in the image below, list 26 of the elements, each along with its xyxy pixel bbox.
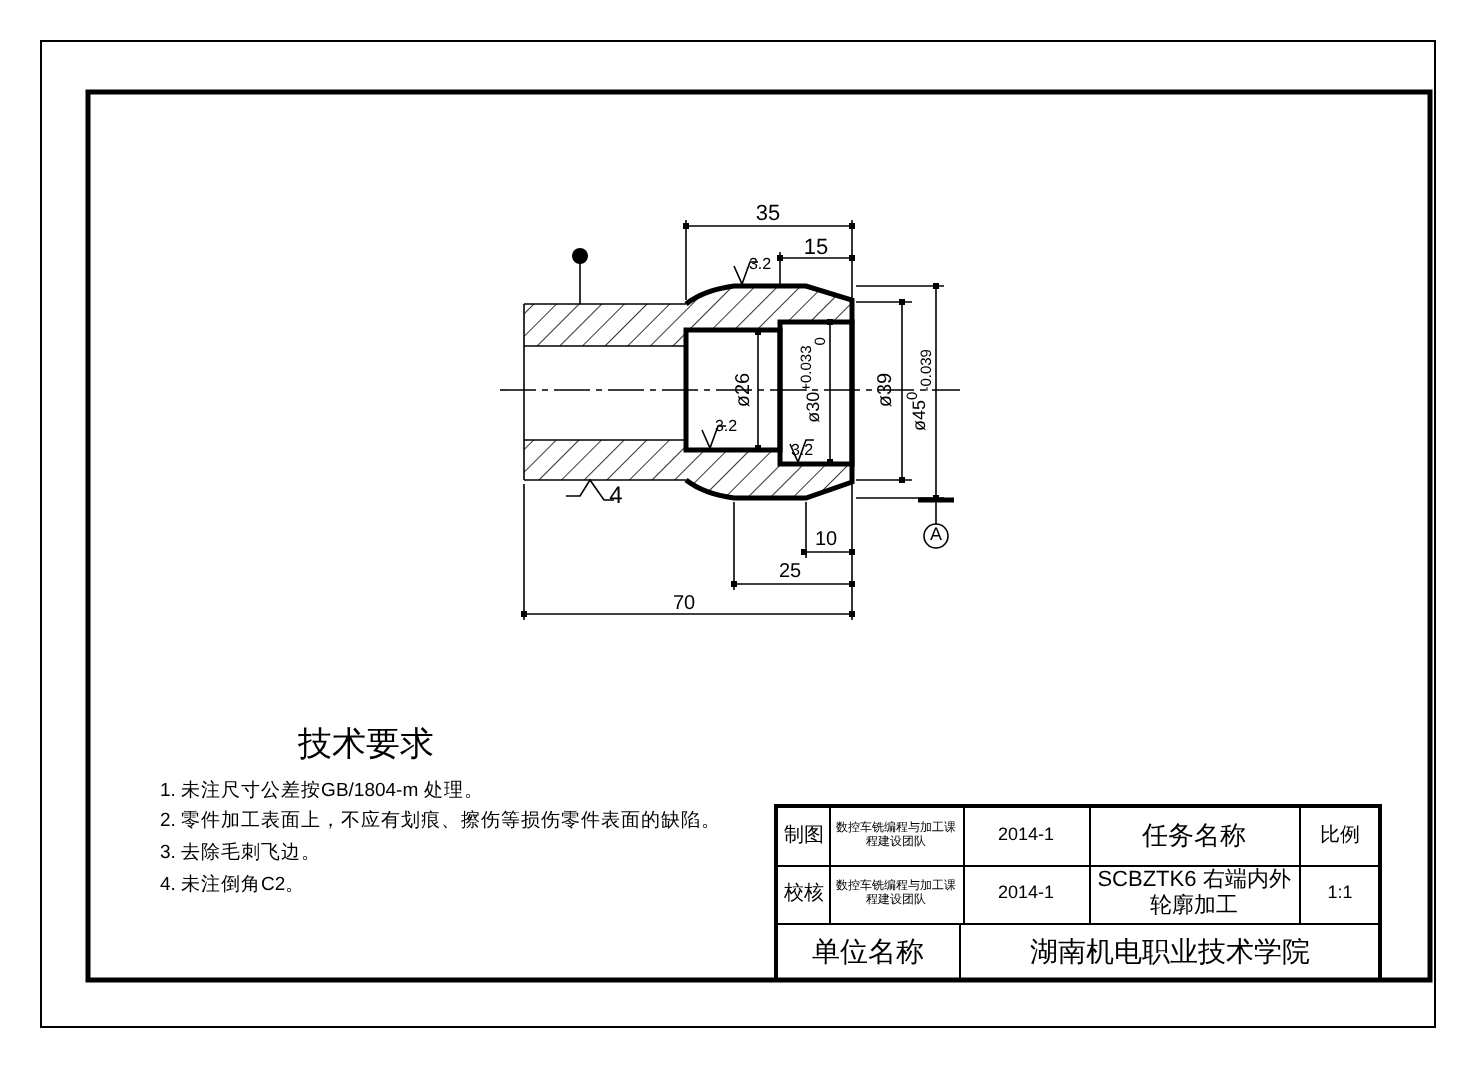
section-heading: 技术要求 (298, 727, 434, 765)
table-text: 制图 (784, 825, 824, 847)
dimension-text: 35 (755, 201, 781, 227)
requirement-text: 4. 未注倒角C2。 (160, 876, 306, 897)
dimension-text: ø39 (875, 372, 897, 408)
dimension-text: 15 (803, 235, 829, 261)
table-text: 2014-1 (997, 884, 1055, 904)
roughness-value: 4 (609, 482, 623, 510)
table-text: 2014-1 (997, 826, 1055, 846)
table-text: 校核 (784, 883, 824, 905)
table-text: 单位名称 (812, 936, 924, 968)
dimension-text: ø26 (733, 372, 755, 408)
table-text: 任务名称 (1142, 821, 1246, 851)
table-text: SCBZTK6 右端内外轮廓加工 (1095, 867, 1293, 921)
dimension-text: 25 (778, 561, 802, 583)
requirement-text: 1. 未注尺寸公差按GB/1804-m 处理。 (160, 782, 484, 803)
table-text: 比例 (1320, 825, 1360, 847)
table-text: 湖南机电职业技术学院 (1030, 936, 1310, 968)
dimension-text: 10 (814, 529, 838, 551)
datum-letter: A (930, 526, 942, 546)
roughness-value: 3.2 (748, 257, 772, 275)
requirement-text: 3. 去除毛刺飞边。 (160, 844, 322, 865)
table-text: 1:1 (1327, 884, 1353, 904)
requirement-text: 2. 零件加工表面上，不应有划痕、擦伤等损伤零件表面的缺陷。 (160, 812, 722, 833)
roughness-value: 3.2 (714, 419, 738, 437)
dimension-text: 70 (672, 593, 696, 615)
